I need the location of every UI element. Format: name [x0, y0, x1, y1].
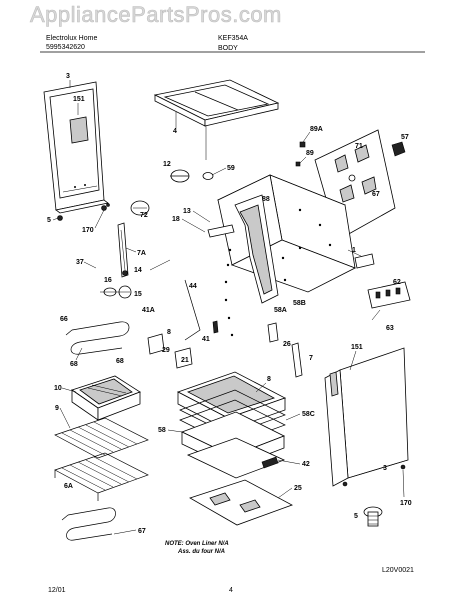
callout-58a: 58A [274, 307, 287, 314]
screws-left [57, 203, 110, 221]
callout-37: 37 [76, 259, 84, 266]
callout-29: 29 [162, 347, 170, 354]
callout-3-top: 3 [66, 73, 70, 80]
callout-151-lower: 151 [351, 344, 363, 351]
rear-panel [295, 129, 406, 241]
broiler-pan [71, 375, 141, 421]
callout-170-lower: 170 [400, 500, 412, 507]
header-section: BODY [218, 45, 238, 52]
oven-rack-lower [54, 452, 149, 501]
callout-42: 42 [302, 461, 310, 468]
callout-89a: 89A [310, 126, 323, 133]
callout-8-small: 8 [167, 329, 171, 336]
callout-9: 9 [55, 405, 59, 412]
callout-58c: 58C [302, 411, 315, 418]
front-frame [234, 194, 279, 304]
small-components-upper [130, 169, 235, 238]
callout-170-upper: 170 [82, 227, 94, 234]
callout-1: 1 [352, 247, 356, 254]
callout-68-lower: 68 [116, 358, 124, 365]
small-brackets [147, 320, 303, 378]
callout-151-top: 151 [73, 96, 85, 103]
callout-41: 41 [202, 336, 210, 343]
header-part-number: 5995342620 [46, 44, 85, 51]
callout-67-upper: 67 [372, 191, 380, 198]
callout-labels: 3 151 4 89A 57 71 89 12 59 67 88 72 13 1… [47, 73, 412, 535]
header-brand: Electrolux Home [46, 35, 97, 42]
callout-58b: 58B [293, 300, 306, 307]
footer-date: 12/01 [48, 587, 66, 594]
callout-63: 63 [386, 325, 394, 332]
header-model: KEF354A [218, 35, 248, 42]
callout-58: 58 [158, 427, 166, 434]
drawer-assembly [176, 371, 287, 479]
callout-6a: 6A [64, 483, 73, 490]
callout-18: 18 [172, 216, 180, 223]
callout-3-lower: 3 [383, 465, 387, 472]
footer-page: 4 [229, 587, 233, 594]
callout-5-lower: 5 [354, 513, 358, 520]
callout-67-lower: 67 [138, 528, 146, 535]
callout-71: 71 [355, 143, 363, 150]
callout-89: 89 [306, 150, 314, 157]
hinge-and-valves [100, 222, 201, 341]
callout-68-upper: 68 [70, 361, 78, 368]
bottom-plate [189, 479, 293, 526]
callout-57: 57 [401, 134, 409, 141]
broil-element [61, 507, 116, 541]
callout-16: 16 [104, 277, 112, 284]
callout-59: 59 [227, 165, 235, 172]
callout-10: 10 [54, 385, 62, 392]
callout-8: 8 [267, 376, 271, 383]
right-side-panel [324, 347, 409, 487]
callout-41a: 41A [142, 307, 155, 314]
callout-66: 66 [60, 316, 68, 323]
leveling-leg [342, 464, 406, 527]
oven-rack-upper [54, 417, 149, 459]
callout-7a: 7A [137, 250, 146, 257]
callout-25: 25 [294, 485, 302, 492]
bake-element [65, 321, 130, 355]
callout-26: 26 [283, 341, 291, 348]
callout-88: 88 [262, 196, 270, 203]
callout-15: 15 [134, 291, 142, 298]
callout-72: 72 [140, 212, 148, 219]
note-line-2: Ass. du four N/A [177, 549, 225, 555]
callout-21: 21 [181, 357, 189, 364]
callout-7: 7 [309, 355, 313, 362]
callout-62: 62 [393, 279, 401, 286]
callout-13: 13 [183, 208, 191, 215]
callout-14: 14 [134, 267, 142, 274]
callout-44: 44 [189, 283, 197, 290]
diagram-code: L20V0021 [382, 567, 414, 574]
callout-12: 12 [163, 161, 171, 168]
callout-5-upper: 5 [47, 217, 51, 224]
callout-4: 4 [173, 128, 177, 135]
watermark: AppliancePartsPros.com [30, 2, 282, 27]
top-panel [153, 79, 280, 160]
screws-center [224, 248, 287, 337]
note-line-1: NOTE: Oven Liner N/A [165, 541, 229, 547]
left-side-panel [43, 81, 109, 214]
terminal-block [367, 281, 411, 321]
